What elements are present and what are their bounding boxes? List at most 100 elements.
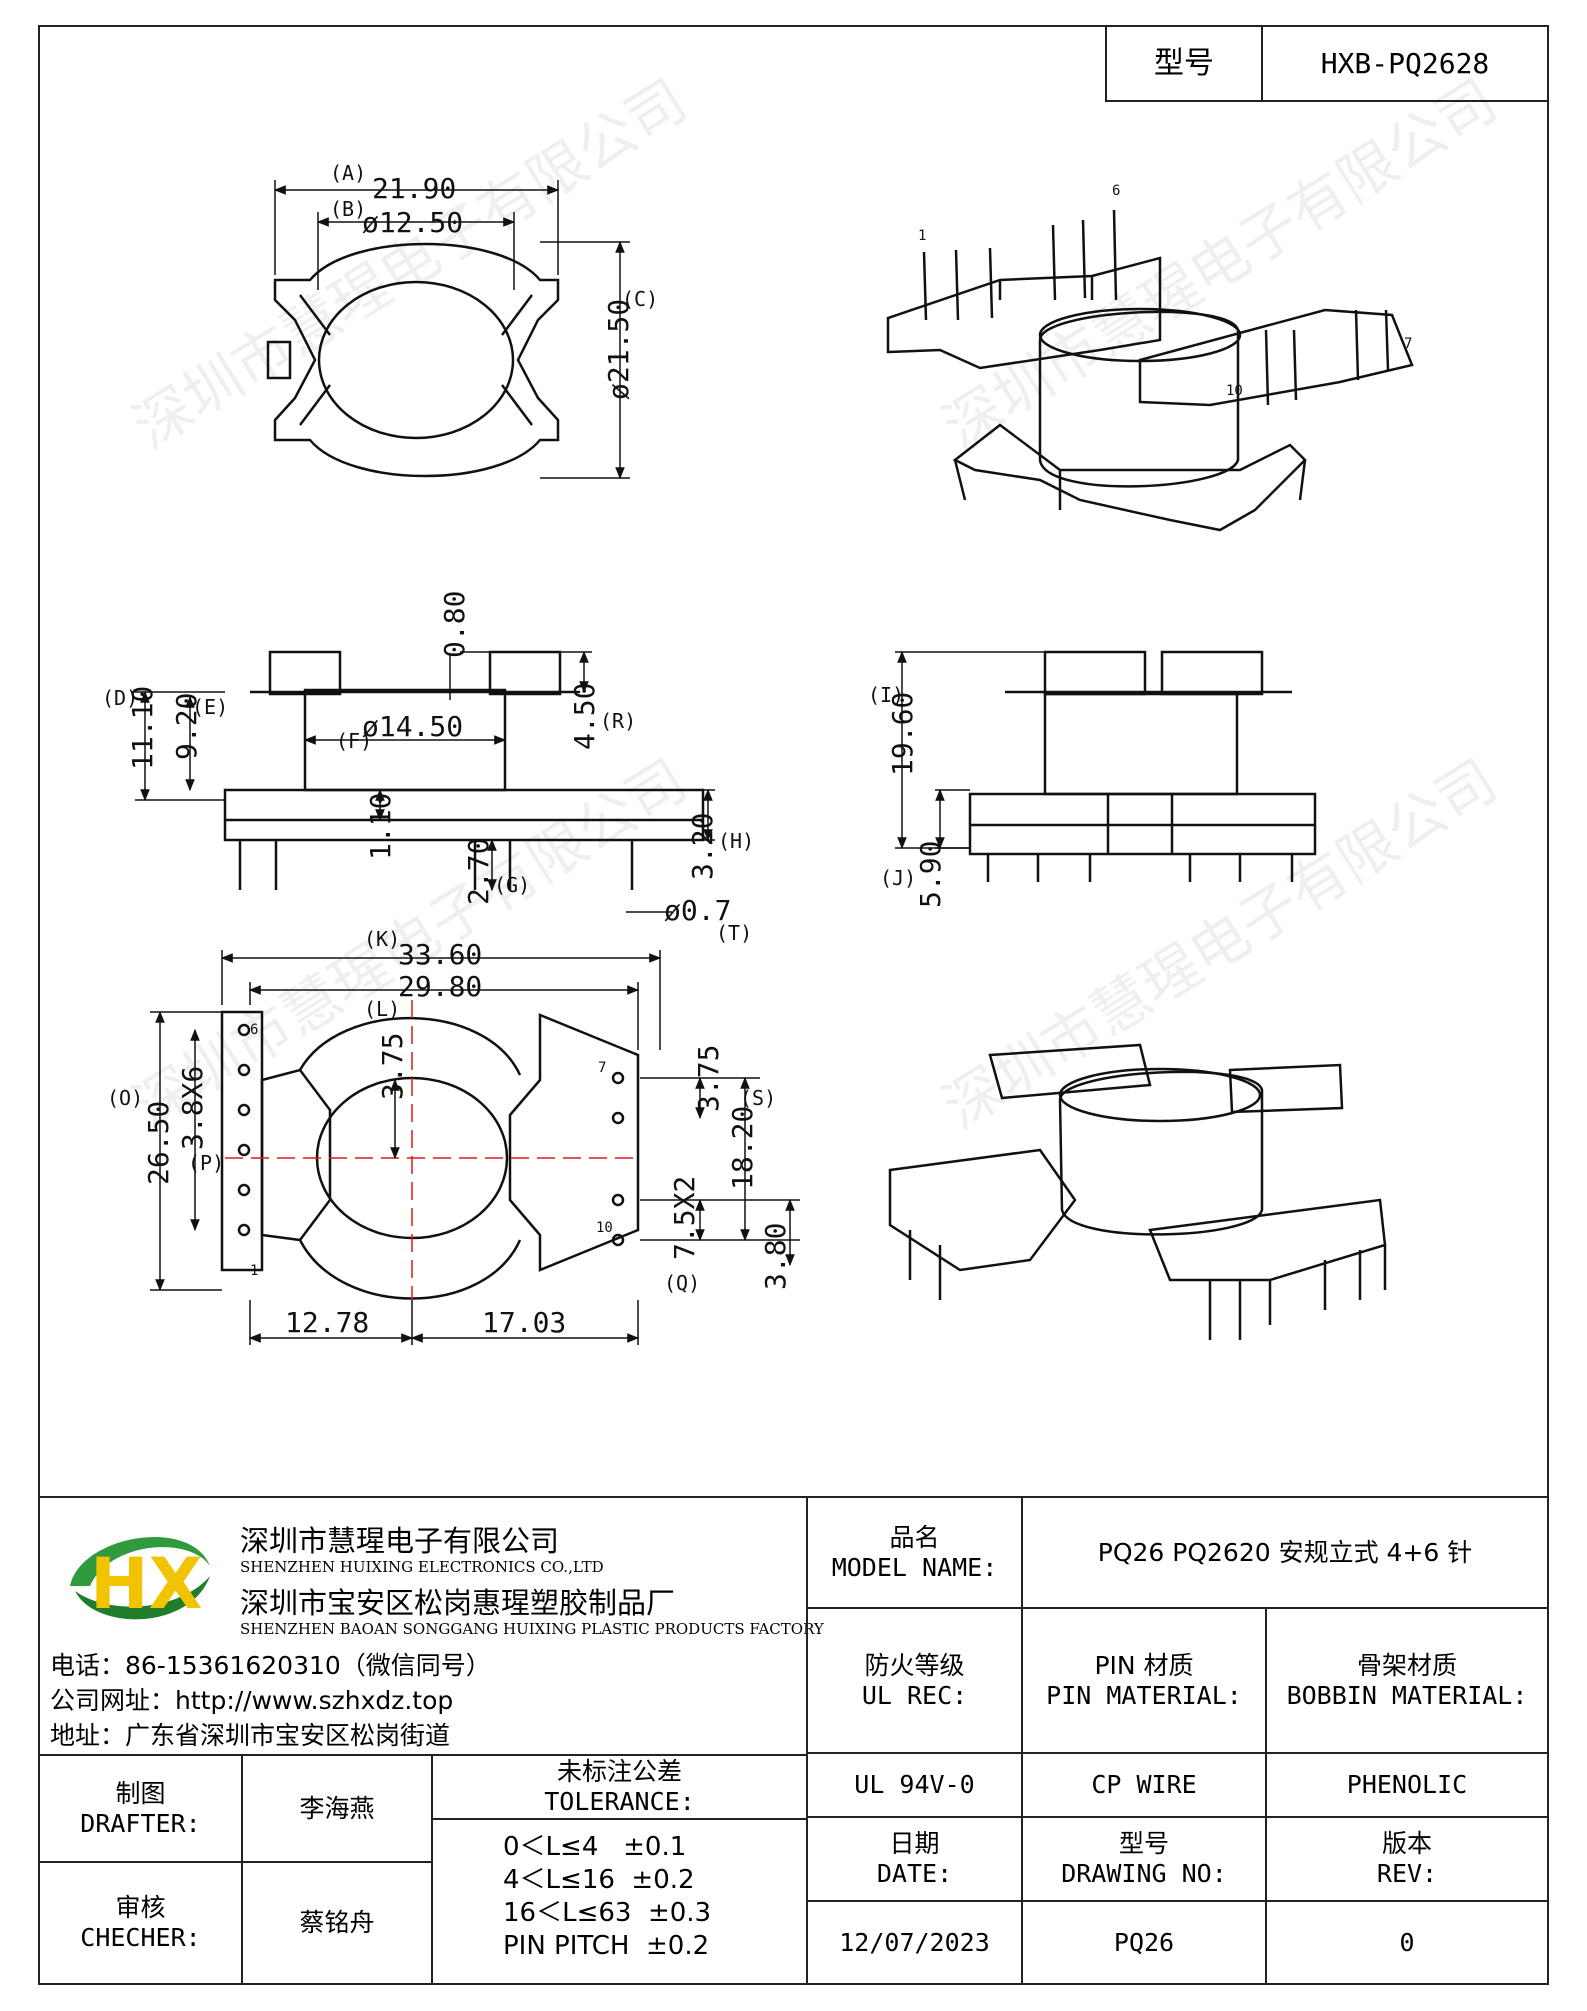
dim-top-080: 0.80	[438, 591, 471, 658]
watermark-4: 深圳市慧瑆电子有限公司	[931, 746, 1508, 1142]
bottom-view-centerlines	[225, 1000, 640, 1300]
dim-letter-k: (K)	[364, 927, 400, 951]
bottom-pin-7: 7	[598, 1060, 606, 1076]
iso-view-bottom	[888, 1043, 1387, 1340]
dim-h: 3.20	[686, 813, 719, 880]
dim-center-375: 3.75	[376, 1033, 409, 1100]
company-address: 地址：广东省深圳市宝安区松岗街道	[50, 1721, 451, 1750]
bottom-view-dims	[150, 950, 800, 1345]
engineering-drawing: 深圳市慧瑆电子有限公司 深圳市慧瑆电子有限公司 深圳市慧瑆电子有限公司 深圳市慧…	[102, 66, 1508, 1345]
dim-l: 29.80	[398, 970, 482, 1003]
dim-a: 21.90	[372, 172, 456, 205]
dim-s: 3.75	[692, 1045, 725, 1112]
dim-1820: 18.20	[726, 1106, 759, 1190]
tolerance-line-1: 0＜L≤4 ±0.1	[503, 1832, 687, 1862]
watermark-1: 深圳市慧瑆电子有限公司	[121, 66, 698, 462]
bobbin-material-value: PHENOLIC	[1265, 1752, 1549, 1818]
dim-letter-s: (S)	[740, 1086, 776, 1110]
bottom-pin-1: 1	[250, 1263, 258, 1279]
drafter-name: 李海燕	[241, 1754, 433, 1863]
iso-pin-7: 7	[1404, 336, 1412, 352]
front-view	[968, 650, 1317, 882]
ul-rec-value: UL 94V-0	[806, 1752, 1023, 1818]
dim-letter-o: (O)	[107, 1086, 143, 1110]
dim-1278: 12.78	[285, 1306, 369, 1339]
dim-j: 5.90	[914, 841, 947, 908]
dim-i: 19.60	[886, 692, 919, 776]
dim-letter-r: (R)	[600, 709, 636, 733]
front-view-dims	[895, 650, 1045, 850]
iso-pin-6: 6	[1112, 183, 1120, 199]
factory-name-en: SHENZHEN BAOAN SONGGANG HUIXING PLASTIC …	[240, 1620, 824, 1638]
top-view-dims	[273, 180, 630, 480]
dim-t: ø0.7	[664, 894, 731, 927]
dim-g: 2.70	[462, 838, 495, 905]
dim-k: 33.60	[398, 938, 482, 971]
header-part-number: HXB-PQ2628	[1261, 25, 1549, 102]
tolerance-values: 0＜L≤4 ±0.1 4＜L≤16 ±0.2 16＜L≤63 ±0.3 PIN …	[431, 1818, 808, 1985]
header-type-label: 型号	[1105, 25, 1263, 102]
dim-letter-d: (D)	[102, 686, 138, 710]
drawing-no-value: PQ26	[1021, 1900, 1267, 1985]
dim-380: 3.80	[759, 1223, 792, 1290]
hx-logo-icon: HX	[70, 1537, 210, 1625]
dim-letter-g: (G)	[494, 873, 530, 897]
top-view	[266, 242, 560, 478]
iso-view-top	[886, 209, 1414, 532]
dim-letter-i: (I)	[868, 683, 904, 707]
company-info-block: HX 深圳市慧瑆电子有限公司 SHENZHEN HUIXING ELECTRON…	[38, 1496, 824, 1756]
rev-value: 0	[1265, 1900, 1549, 1985]
dim-b: ø12.50	[362, 206, 463, 239]
dim-letter-f: (F)	[336, 729, 372, 753]
dim-letter-b: (B)	[330, 197, 366, 221]
dim-p: 3.8X6	[176, 1066, 209, 1150]
dim-letter-t: (T)	[716, 921, 752, 945]
dim-q: 7.5X2	[668, 1176, 701, 1260]
dim-f: ø14.50	[362, 710, 463, 743]
company-phone: 电话：86-15361620310（微信同号）	[50, 1651, 491, 1680]
company-name-en: SHENZHEN HUIXING ELECTRONICS CO.,LTD	[240, 1558, 604, 1576]
dim-letter-c: (C)	[622, 287, 658, 311]
bottom-pin-10: 10	[596, 1220, 613, 1236]
factory-name-cn: 深圳市宝安区松岗惠瑆塑胶制品厂	[240, 1586, 676, 1620]
dim-r: 4.50	[568, 683, 601, 750]
dim-o: 26.50	[142, 1101, 175, 1185]
tolerance-line-4: PIN PITCH ±0.2	[503, 1931, 710, 1961]
date-value: 12/07/2023	[806, 1900, 1023, 1985]
dim-d: 11.10	[126, 686, 159, 770]
dim-1703: 17.03	[482, 1306, 566, 1339]
watermark-group: 深圳市慧瑆电子有限公司 深圳市慧瑆电子有限公司 深圳市慧瑆电子有限公司 深圳市慧…	[121, 66, 1508, 1142]
tolerance-line-3: 16＜L≤63 ±0.3	[503, 1898, 712, 1928]
logo-letters: HX	[90, 1543, 203, 1625]
model-name-value: PQ26 PQ2620 安规立式 4+6 针	[1021, 1496, 1549, 1609]
dim-c: ø21.50	[602, 299, 635, 400]
company-logo: HX	[50, 1516, 220, 1636]
side-view-dims	[135, 650, 715, 913]
dim-letter-q: (Q)	[664, 1271, 700, 1295]
pin-material-value: CP WIRE	[1021, 1752, 1267, 1818]
dim-e: 9.20	[170, 693, 203, 760]
tolerance-line-2: 4＜L≤16 ±0.2	[503, 1865, 695, 1895]
bottom-pin-6: 6	[250, 1022, 258, 1038]
dim-letter-h: (H)	[718, 829, 754, 853]
iso-pin-10: 10	[1226, 383, 1243, 399]
iso-pin-1: 1	[918, 228, 926, 244]
company-website: 公司网址：http://www.szhxdz.top	[50, 1686, 454, 1715]
dim-letter-j: (J)	[880, 866, 916, 890]
checker-name: 蔡铭舟	[241, 1861, 433, 1985]
dim-letter-e: (E)	[192, 695, 228, 719]
dim-letter-a: (A)	[330, 161, 366, 185]
company-name-cn: 深圳市慧瑆电子有限公司	[240, 1524, 560, 1558]
dim-letter-l: (L)	[364, 997, 400, 1021]
dim-letter-p: (P)	[188, 1151, 224, 1175]
